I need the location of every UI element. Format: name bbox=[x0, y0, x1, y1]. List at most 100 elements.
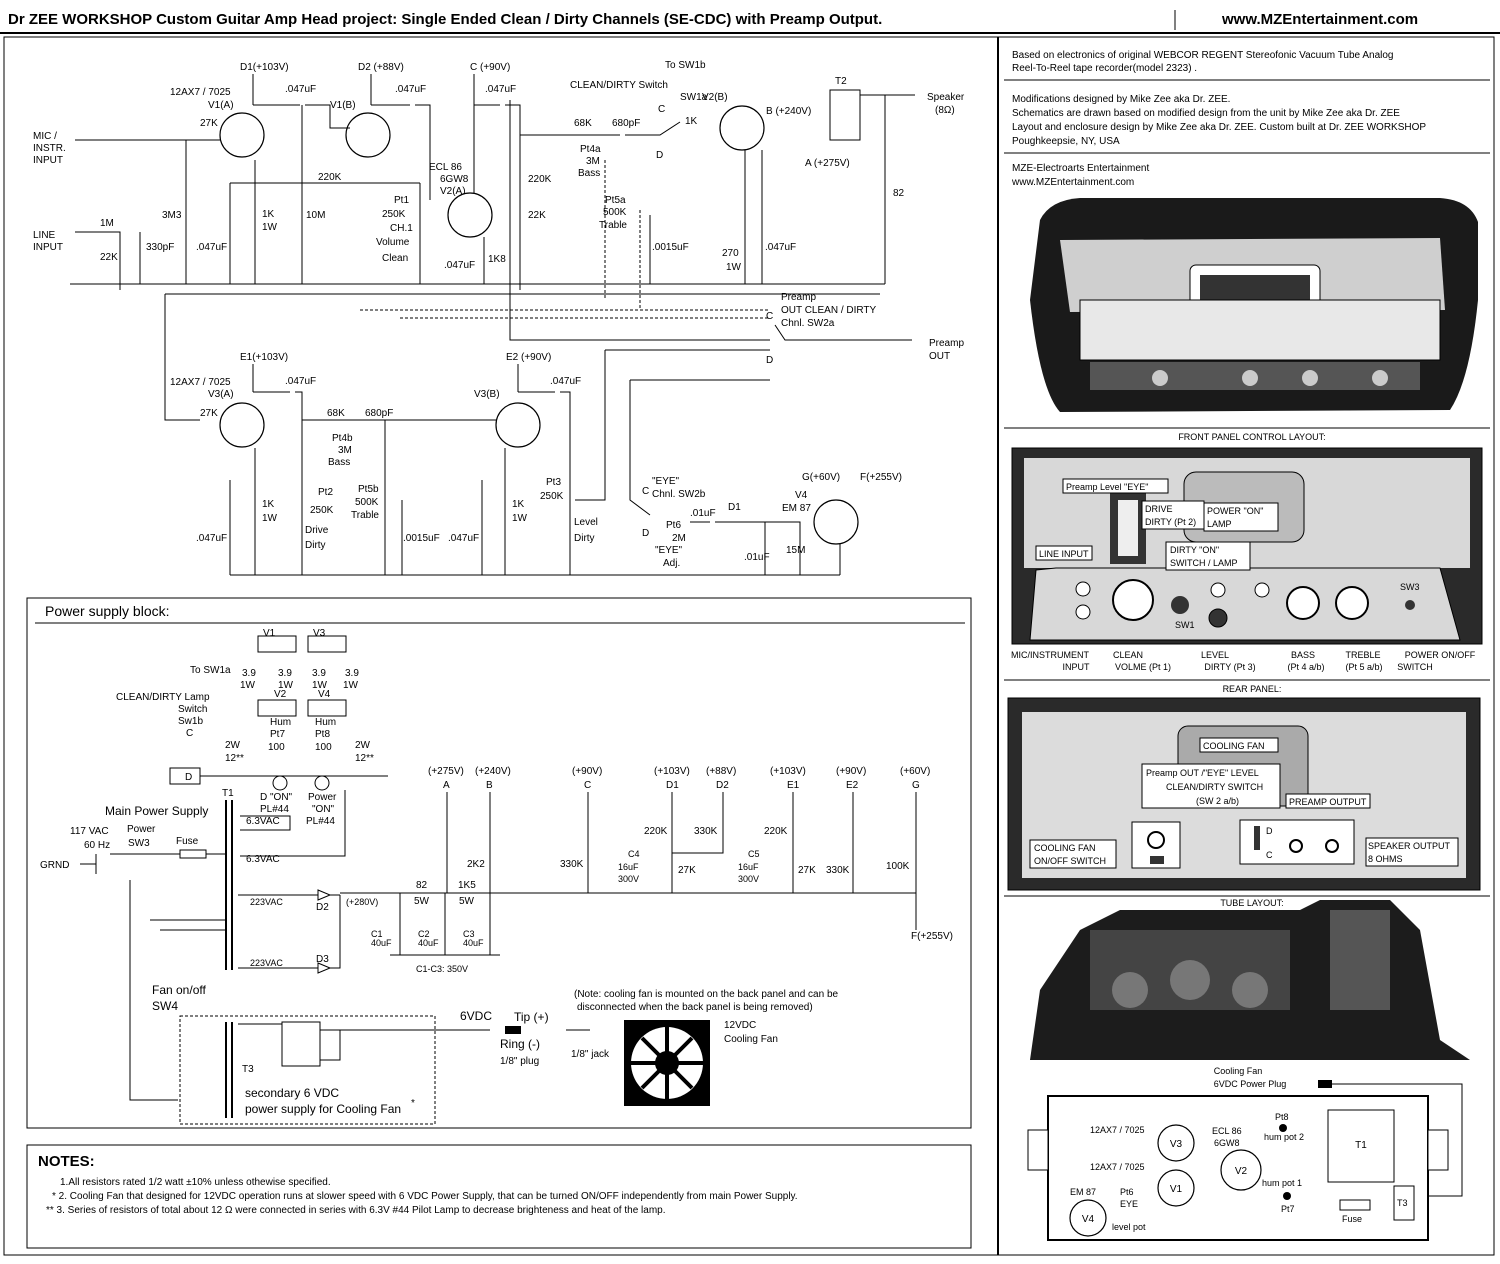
pt4a-label: 3M bbox=[586, 156, 600, 167]
main-ps-label: Main Power Supply bbox=[105, 804, 208, 818]
cap-label: 680pF bbox=[365, 408, 393, 419]
tap-name: B bbox=[486, 780, 493, 791]
v2a-type: ECL 86 bbox=[429, 162, 462, 173]
resistor-label: 27K bbox=[200, 408, 218, 419]
cap-label: .0015uF bbox=[652, 242, 689, 253]
resistor-label: 1K8 bbox=[488, 254, 506, 265]
supply-e1: E1(+103V) bbox=[240, 352, 288, 363]
resistor-label: 3.9 bbox=[278, 668, 292, 679]
fan-supply-box bbox=[179, 1015, 436, 1125]
clean-volume-label: CLEAN bbox=[1113, 650, 1143, 660]
diode-d3 bbox=[317, 962, 332, 974]
rear-panel-section: REAR PANEL: COOLING FAN Preamp OUT /"EYE… bbox=[1007, 684, 1481, 891]
supply-e2: E2 (+90V) bbox=[506, 352, 551, 363]
sw2b-label: "EYE" bbox=[652, 476, 680, 487]
tap-voltage: (+90V) bbox=[836, 766, 866, 777]
preamp-output-jack[interactable] bbox=[1289, 839, 1303, 853]
pt7-label: hum pot 1 bbox=[1262, 1178, 1302, 1188]
pt1-label: Volume bbox=[376, 237, 410, 248]
fan-note: (Note: cooling fan is mounted on the bac… bbox=[574, 989, 839, 1000]
cap-label: C1 bbox=[371, 929, 383, 939]
power-supply-section: Power supply block: To SW1a CLEAN/DIRTY … bbox=[35, 603, 965, 1125]
heater-voltage: 6.3VAC bbox=[246, 816, 280, 827]
sw1a[interactable] bbox=[520, 121, 681, 136]
front-panel-title: FRONT PANEL CONTROL LAYOUT: bbox=[1178, 432, 1325, 442]
pt5b-label: Trable bbox=[351, 510, 379, 521]
resistor-label: 1W bbox=[278, 680, 294, 691]
rear-fan-switch-label: ON/OFF SWITCH bbox=[1034, 856, 1106, 866]
fan-plug[interactable] bbox=[505, 1026, 521, 1034]
pt2-label: Pt2 bbox=[318, 487, 333, 498]
resistor-label: 22K bbox=[528, 210, 546, 221]
tube-v4-eye bbox=[813, 499, 859, 545]
v3-type-label: 12AX7 / 7025 bbox=[170, 377, 231, 388]
pt8-label: Pt8 bbox=[1275, 1112, 1289, 1122]
preamp-out-label: Preamp bbox=[929, 338, 964, 349]
outer-frame bbox=[3, 36, 1495, 1256]
sw2a[interactable] bbox=[774, 324, 912, 341]
pt5b-label: 500K bbox=[355, 497, 379, 508]
hum-label: Hum bbox=[270, 717, 291, 728]
supply-a: A (+275V) bbox=[805, 158, 850, 169]
sw2b[interactable] bbox=[629, 380, 651, 516]
diode-label: D3 bbox=[316, 954, 329, 965]
resistor-label: 1K5 bbox=[458, 880, 476, 891]
d-on-lamp-label: D "ON" bbox=[260, 792, 293, 803]
pt5b-label: Pt5b bbox=[358, 484, 379, 495]
treble-knob[interactable] bbox=[1335, 586, 1369, 620]
speaker-output-jack[interactable] bbox=[1325, 839, 1339, 853]
front-panel-section: FRONT PANEL CONTROL LAYOUT: Preamp Level… bbox=[1011, 432, 1483, 672]
resistor-label: 10M bbox=[306, 210, 325, 221]
website-link[interactable]: www.MZEntertainment.com bbox=[1221, 11, 1418, 28]
mic-input-label: INPUT bbox=[33, 155, 63, 166]
lamp-switch-label: Switch bbox=[178, 704, 207, 715]
pt8-label: hum pot 2 bbox=[1264, 1132, 1304, 1142]
v1-label: V1 bbox=[1170, 1184, 1183, 1195]
power-switch-label: Power bbox=[127, 824, 156, 835]
cap-label: .047uF bbox=[285, 84, 316, 95]
fan-plug-label: 6VDC Power Plug bbox=[1214, 1079, 1287, 1089]
fan-switch[interactable] bbox=[1147, 831, 1165, 849]
secondary-voltage: 223VAC bbox=[250, 958, 283, 968]
resistor-label: 1K bbox=[262, 209, 275, 220]
fan-switch-label: Fan on/off bbox=[152, 983, 206, 997]
cap-label: 330pF bbox=[146, 242, 174, 253]
pt8-label: Pt8 bbox=[315, 729, 330, 740]
cap-label: .047uF bbox=[444, 260, 475, 271]
pt1-label: Pt1 bbox=[394, 195, 409, 206]
level-dirty-knob[interactable] bbox=[1208, 608, 1228, 628]
lamp-switch-label: Sw1b bbox=[178, 716, 203, 727]
tap-name: A bbox=[443, 780, 450, 791]
pt5a-label: Pt5a bbox=[605, 195, 626, 206]
cap-label: .047uF bbox=[485, 84, 516, 95]
mic-input-jack[interactable] bbox=[1075, 581, 1091, 597]
bass-knob[interactable] bbox=[1286, 586, 1320, 620]
info-line: Poughkeepsie, NY, USA bbox=[1012, 136, 1120, 147]
clean-volume-knob[interactable] bbox=[1112, 579, 1154, 621]
pt7-value: 100 bbox=[268, 742, 285, 753]
tap-voltage: (+275V) bbox=[428, 766, 464, 777]
v4-type: EM 87 bbox=[782, 503, 811, 514]
plug-ring-label: Ring (-) bbox=[500, 1037, 540, 1051]
diode-label: D1 bbox=[728, 502, 741, 513]
v2-type: ECL 86 bbox=[1212, 1126, 1242, 1136]
resistor-label: 1W bbox=[262, 222, 278, 233]
pt4a-label: Pt4a bbox=[580, 144, 601, 155]
mains-plug[interactable] bbox=[80, 854, 97, 874]
rear-preamp-output-label: PREAMP OUTPUT bbox=[1289, 797, 1367, 807]
power-switch[interactable] bbox=[1405, 600, 1415, 610]
supply-f: F(+255V) bbox=[860, 472, 902, 483]
resistor-label: 1K bbox=[685, 116, 698, 127]
resistor-label: 330K bbox=[826, 865, 850, 876]
pt6-label: Pt6 bbox=[1120, 1187, 1134, 1197]
page-title: Dr ZEE WORKSHOP Custom Guitar Amp Head p… bbox=[8, 11, 882, 28]
power-lamp-label: Power bbox=[308, 792, 337, 803]
fan-label: Cooling Fan bbox=[724, 1034, 778, 1045]
line-input-jack[interactable] bbox=[1075, 604, 1091, 620]
v1a-label: V1(A) bbox=[208, 100, 234, 111]
fan-switch-slider[interactable] bbox=[1150, 856, 1164, 864]
clean-dirty-slide-switch[interactable] bbox=[1254, 826, 1260, 850]
sw1-switch[interactable] bbox=[1171, 596, 1189, 614]
ps-v4: V4 bbox=[318, 689, 331, 700]
